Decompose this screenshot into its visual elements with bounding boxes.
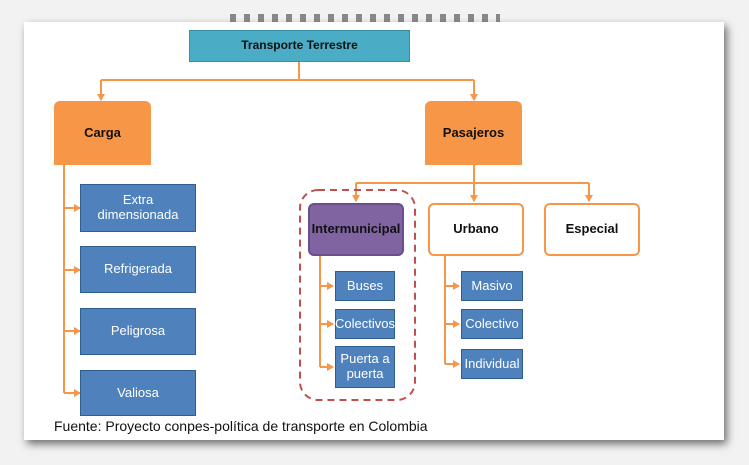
- binder-clip-decoration: [230, 14, 500, 22]
- especial-node: Especial: [544, 203, 640, 256]
- carga-item-valiosa: Valiosa: [80, 370, 196, 416]
- urbano-item-label: Masivo: [471, 277, 513, 293]
- urbano-item-colectivo: Colectivo: [461, 309, 523, 339]
- carga-item-label: Valiosa: [117, 384, 159, 400]
- carga-item-label: Extra dimensionada: [97, 192, 179, 222]
- intermunicipal-item-puerta-a-puerta: Puerta a puerta: [335, 346, 395, 388]
- source-caption: Fuente: Proyecto conpes-política de tran…: [54, 418, 428, 434]
- carga-item-label: Peligrosa: [110, 323, 166, 339]
- transporte-terrestre-node: Transporte Terrestre: [189, 30, 410, 62]
- especial-label: Especial: [565, 221, 619, 237]
- urbano-item-label: Colectivo: [465, 315, 519, 331]
- carga-label: Carga: [84, 124, 121, 140]
- urbano-label: Urbano: [453, 221, 499, 237]
- urbano-item-label: Individual: [464, 355, 520, 371]
- urbano-item-individual: Individual: [461, 349, 523, 379]
- intermunicipal-item-buses: Buses: [335, 271, 395, 301]
- carga-item-refrigerada: Refrigerada: [80, 246, 196, 293]
- urbano-item-masivo: Masivo: [461, 271, 523, 301]
- intermunicipal-item-colectivos: Colectivos: [335, 309, 395, 339]
- carga-item-extra-dimensionada: Extra dimensionada: [80, 184, 196, 232]
- urbano-node: Urbano: [428, 203, 524, 256]
- pasajeros-node: Pasajeros: [425, 101, 522, 165]
- intermunicipal-item-label: Puerta a puerta: [340, 351, 390, 381]
- intermunicipal-item-label: Buses: [346, 277, 384, 293]
- pasajeros-label: Pasajeros: [442, 124, 505, 140]
- intermunicipal-label: Intermunicipal: [311, 221, 401, 237]
- intermunicipal-node: Intermunicipal: [308, 203, 404, 256]
- carga-item-peligrosa: Peligrosa: [80, 308, 196, 355]
- intermunicipal-item-label: Colectivos: [335, 315, 395, 331]
- transporte-terrestre-label: Transporte Terrestre: [241, 38, 358, 53]
- carga-node: Carga: [54, 101, 151, 165]
- intermunicipal-highlight-frame: [299, 189, 416, 401]
- carga-item-label: Refrigerada: [104, 261, 172, 277]
